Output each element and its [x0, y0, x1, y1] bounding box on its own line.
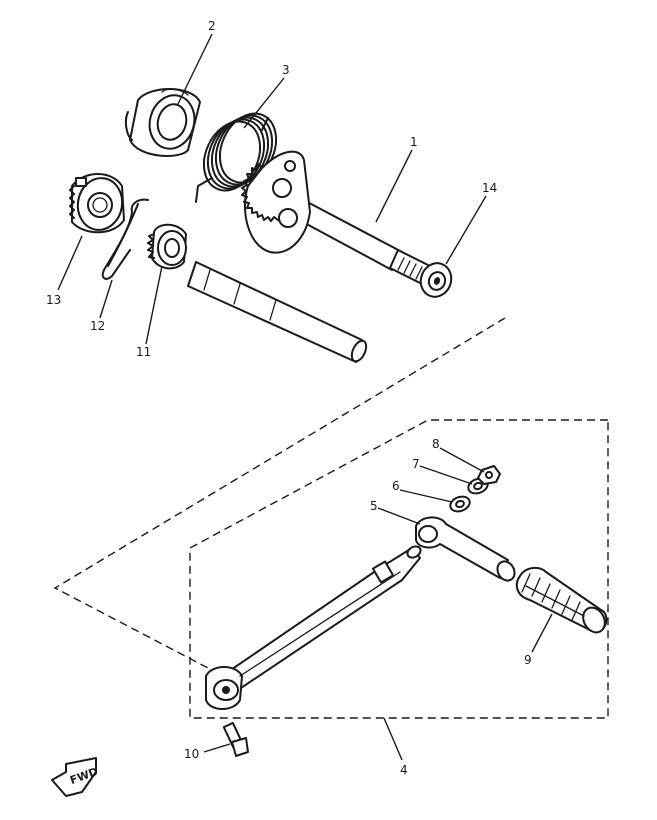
callout-6: 6 — [392, 479, 400, 493]
leader-lines — [57, 33, 553, 761]
grip-texture — [521, 573, 585, 621]
part-4-kick-crank — [205, 545, 422, 710]
gear-teeth — [241, 163, 279, 222]
part-1-kick-axle — [241, 150, 435, 287]
part-12-spring-clip — [101, 198, 149, 280]
part-9-pedal-grip — [515, 566, 608, 634]
callout-3: 3 — [282, 63, 290, 77]
part-6-washer — [449, 495, 471, 513]
fwd-arrow-mark: FWD — [51, 757, 100, 797]
callout-2: 2 — [208, 19, 216, 33]
part-10-bolt — [222, 721, 249, 757]
part-2-collar — [124, 88, 201, 157]
callout-10: 10 — [184, 747, 199, 761]
part-5-pedal-arm — [415, 516, 516, 582]
callout-12: 12 — [90, 319, 105, 333]
part-13-ratchet — [69, 173, 125, 234]
callout-1: 1 — [410, 135, 418, 149]
callout-numbers: 2 3 1 14 13 12 11 5 6 7 8 9 10 4 — [46, 19, 532, 777]
callout-7: 7 — [412, 457, 420, 471]
callout-4: 4 — [400, 763, 408, 777]
part-3-torsion-spring — [195, 112, 278, 203]
assembly-dashed-outline — [53, 317, 609, 719]
part-8-nut — [477, 465, 501, 485]
callout-13: 13 — [46, 293, 61, 307]
part-11-pinion-gear — [147, 223, 368, 363]
callout-8: 8 — [432, 437, 440, 451]
callout-5: 5 — [370, 499, 378, 513]
part-14-bearing — [419, 262, 453, 298]
callout-9: 9 — [524, 653, 532, 667]
callout-14: 14 — [482, 181, 497, 195]
callout-11: 11 — [136, 345, 151, 359]
